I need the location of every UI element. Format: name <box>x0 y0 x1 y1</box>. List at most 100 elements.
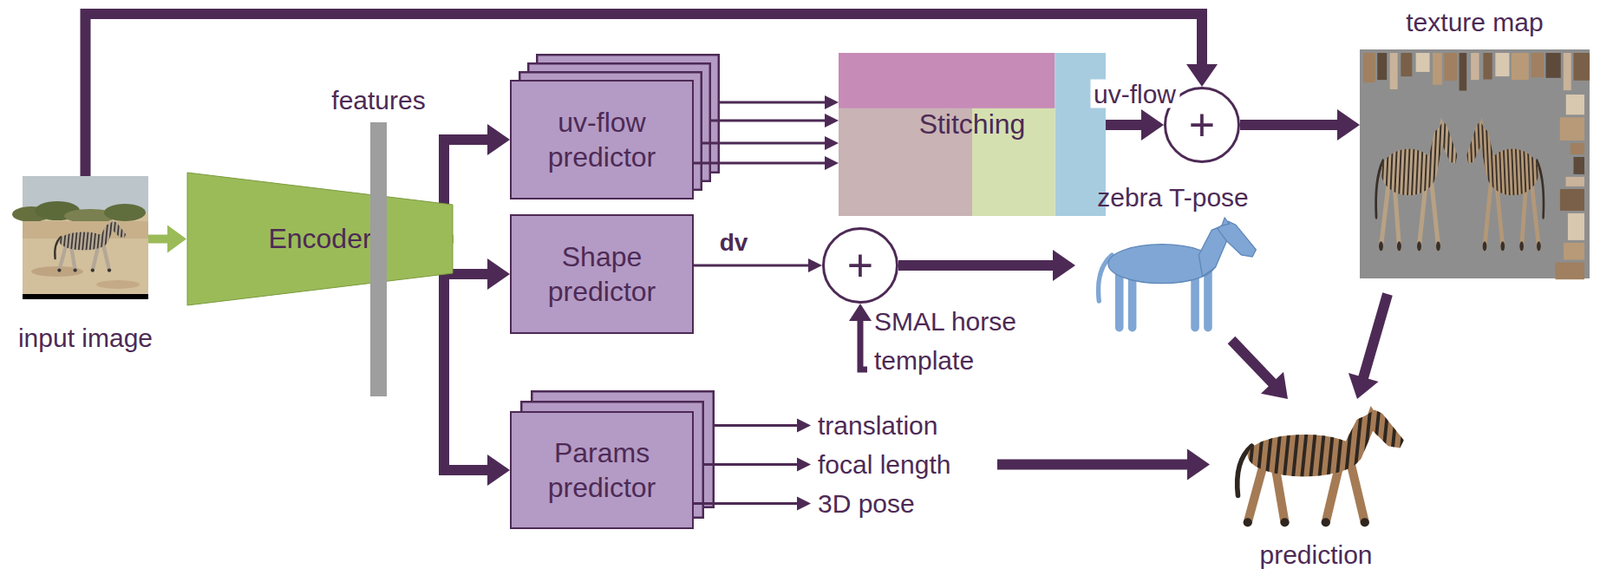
uv-patch <box>838 52 1055 109</box>
stripe <box>1474 117 1478 203</box>
connector <box>711 113 839 128</box>
stripe <box>1407 117 1411 203</box>
stripe <box>1534 117 1539 203</box>
horse-ear <box>1439 117 1444 127</box>
stripe <box>1403 117 1407 203</box>
node-label: + <box>847 242 874 288</box>
horse-leg <box>103 245 110 271</box>
texture-patch <box>1363 52 1376 83</box>
stripe <box>1441 117 1445 203</box>
horse-ear <box>1479 117 1483 127</box>
node-label: Stitching <box>919 107 1026 141</box>
tree <box>104 203 146 222</box>
connector-line <box>997 459 1189 471</box>
arrow-head <box>1337 109 1360 141</box>
stripe <box>1526 117 1530 203</box>
horse-hoof <box>91 267 95 272</box>
node-label: + <box>1188 102 1215 148</box>
feature-vector: features <box>370 122 387 397</box>
stripe <box>1432 117 1437 203</box>
horse-hoof <box>72 267 77 272</box>
stripe <box>1454 117 1458 203</box>
photo-border <box>22 293 149 300</box>
horse-hoof <box>1500 241 1505 251</box>
connector <box>702 136 839 151</box>
sum-node: + <box>822 227 899 304</box>
horse-hoof <box>107 267 112 272</box>
horse-hoof <box>1378 241 1384 251</box>
ground <box>22 176 149 294</box>
stripe <box>1424 117 1429 203</box>
stripe <box>1411 117 1416 203</box>
stripe <box>1257 405 1266 483</box>
horse-hoof <box>1519 241 1524 251</box>
mesh-horse <box>1098 217 1257 328</box>
zebra-render <box>1237 405 1406 527</box>
stripe <box>59 219 64 253</box>
horse-leg <box>1115 270 1124 327</box>
node-shape <box>1075 214 1271 337</box>
node-heading: input image <box>18 323 153 354</box>
connector <box>693 258 823 273</box>
node-heading: features <box>331 85 425 117</box>
horse-hoof <box>1482 241 1488 251</box>
stripe <box>93 219 98 253</box>
stripe <box>1489 117 1494 203</box>
connector-line <box>693 502 799 505</box>
node-label: uv-flow predictor <box>520 104 684 175</box>
edge-label: dv <box>716 229 752 257</box>
connector <box>714 418 811 433</box>
horse-hoof <box>1321 517 1331 527</box>
node-heading: texture map <box>1405 7 1543 39</box>
connector-line <box>693 264 810 268</box>
stripe <box>82 219 86 253</box>
arrow-head <box>824 156 839 170</box>
stripe <box>1385 117 1390 203</box>
arrow-head <box>824 95 839 110</box>
horse-ear <box>1367 405 1376 415</box>
connector <box>693 156 839 170</box>
stripe <box>1510 117 1515 203</box>
connector <box>693 496 811 511</box>
arrow-head <box>1260 372 1288 399</box>
dirt-patch <box>96 280 140 289</box>
texture-patch <box>1495 52 1509 77</box>
stripe <box>1436 117 1441 203</box>
texture-patch <box>1377 52 1387 80</box>
connector-line <box>1240 119 1339 131</box>
texture-patch <box>1555 262 1585 281</box>
stripe <box>1319 405 1327 483</box>
stripe <box>1345 405 1353 483</box>
stripe <box>97 219 101 253</box>
stripe <box>71 219 75 253</box>
node-label: SMAL horse template <box>874 301 1050 380</box>
stripe <box>1363 405 1372 483</box>
horse-leg <box>1531 182 1539 247</box>
texture-zebra <box>1376 117 1459 251</box>
connector <box>898 249 1076 281</box>
texture-patch <box>1400 52 1412 77</box>
horse-ear <box>1221 217 1230 226</box>
texture-patch <box>1567 213 1585 241</box>
arrow-head <box>1052 249 1076 281</box>
texture-patch <box>1482 52 1492 79</box>
stripe <box>1380 405 1389 483</box>
horse-torso <box>1108 244 1216 284</box>
horse-hoof <box>57 267 61 272</box>
stripe <box>1482 117 1486 203</box>
horse-ear <box>110 219 114 223</box>
node-label: 3D pose <box>817 483 998 523</box>
connector-line <box>148 235 170 244</box>
texture-patch <box>1573 156 1585 175</box>
stripe <box>1416 117 1420 203</box>
sum-circle <box>823 228 898 303</box>
node-shape <box>1359 49 1590 279</box>
stripe <box>1530 117 1535 203</box>
arrow-head <box>796 496 811 511</box>
stripe <box>1397 405 1406 483</box>
stripe <box>1274 405 1283 483</box>
stripe <box>100 219 105 253</box>
connector <box>1348 293 1388 399</box>
stripe <box>1522 117 1527 203</box>
